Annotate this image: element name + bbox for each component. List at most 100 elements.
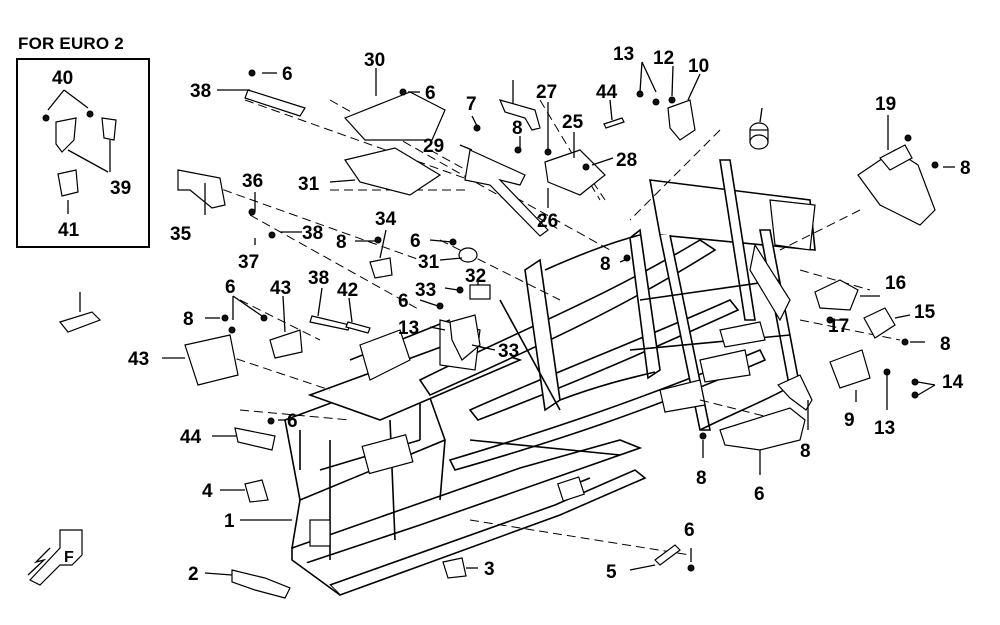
callout-6: 6 bbox=[410, 231, 421, 252]
callout-31: 37 bbox=[238, 252, 259, 273]
callout-14: 15 bbox=[914, 302, 936, 323]
part-43-bracket bbox=[58, 311, 102, 333]
callout-2: 2 bbox=[188, 564, 199, 585]
part-3-clip bbox=[442, 557, 467, 579]
front-direction-arrow: F bbox=[27, 529, 83, 586]
part-33-rod bbox=[309, 315, 351, 331]
callout-12: 13 bbox=[874, 418, 895, 439]
callout-30: 35 bbox=[170, 224, 192, 245]
part-7-bumper bbox=[719, 407, 806, 451]
callout-1: 1 bbox=[224, 511, 235, 532]
main-frame bbox=[284, 159, 816, 596]
euro2-inset: 40 39 41 bbox=[16, 58, 150, 248]
callout-20: 28 bbox=[616, 150, 637, 171]
callout-31: 36 bbox=[242, 171, 263, 192]
callout-22: 30 bbox=[364, 50, 385, 71]
part-44-bracket bbox=[498, 99, 541, 131]
callout-17: 19 bbox=[875, 94, 896, 115]
part-11-bracket bbox=[667, 99, 696, 141]
callout-35: 43 bbox=[270, 278, 291, 299]
callout-7: 6 bbox=[754, 484, 765, 505]
callout-12: 12 bbox=[653, 48, 674, 69]
callout-8: 8 bbox=[336, 232, 347, 253]
callout-6: 6 bbox=[282, 64, 293, 85]
part-5-pin bbox=[654, 544, 681, 566]
part-18-plate bbox=[544, 149, 606, 196]
part-35-bracket bbox=[269, 329, 303, 359]
callout-8: 8 bbox=[940, 334, 951, 355]
callout-11: 10 bbox=[688, 56, 709, 77]
callout-16: 17 bbox=[828, 316, 849, 337]
callout-28: 33 bbox=[498, 341, 519, 362]
part-34-rod bbox=[345, 321, 371, 334]
callout-26: 32 bbox=[465, 266, 486, 287]
callout-38: 44 bbox=[596, 82, 618, 103]
callout-4: 4 bbox=[202, 481, 213, 502]
callout-15: 16 bbox=[885, 273, 906, 294]
part-22-plate bbox=[343, 91, 446, 141]
callout-8: 8 bbox=[960, 158, 971, 179]
inset-bracket-right bbox=[101, 117, 117, 141]
callout-numbers: 38 6 30 6 31 7 8 29 27 26 25 28 44 13 12… bbox=[128, 44, 971, 585]
callout-36: 43 bbox=[128, 349, 149, 370]
inset-part-41 bbox=[57, 169, 79, 197]
callout-19: 26 bbox=[537, 211, 558, 232]
callout-leaders bbox=[79, 61, 955, 576]
callout-32: 38 bbox=[302, 223, 323, 244]
euro2-inset-drawing: 40 39 41 bbox=[42, 68, 131, 241]
callout-8: 8 bbox=[600, 254, 611, 275]
callout-10: 9 bbox=[844, 410, 855, 431]
part-26-block bbox=[469, 284, 491, 300]
callout-8: 8 bbox=[696, 468, 707, 489]
callout-33: 38 bbox=[308, 268, 329, 289]
part-38-pin bbox=[603, 117, 625, 129]
callout-27: 33 bbox=[415, 280, 436, 301]
inset-callout-40: 40 bbox=[52, 68, 73, 89]
part-9-bracket bbox=[776, 374, 813, 411]
callout-29: 34 bbox=[375, 209, 397, 230]
part-17-tab bbox=[879, 144, 913, 171]
callout-20: 27 bbox=[536, 82, 557, 103]
part-28-bracket bbox=[449, 314, 481, 361]
callout-3: 3 bbox=[484, 559, 495, 580]
part-21-bracket bbox=[464, 149, 549, 237]
callout-24: 38 bbox=[190, 81, 211, 102]
callout-9: 8 bbox=[800, 441, 811, 462]
part-25-bushing bbox=[458, 247, 478, 263]
callout-8: 8 bbox=[512, 118, 523, 139]
part-24-bracket bbox=[244, 89, 306, 117]
part-4-clip bbox=[244, 479, 269, 503]
part-14-bracket bbox=[863, 307, 896, 339]
callout-5: 5 bbox=[606, 562, 617, 583]
callout-6: 6 bbox=[684, 520, 695, 541]
callout-8: 7 bbox=[466, 94, 477, 115]
callout-8: 8 bbox=[183, 309, 194, 330]
callout-37: 44 bbox=[180, 427, 202, 448]
part-42-bushing bbox=[749, 122, 769, 150]
callout-23: 31 bbox=[298, 174, 320, 195]
callout-6: 6 bbox=[225, 277, 236, 298]
part-10-plate bbox=[829, 349, 871, 389]
part-29-bracket bbox=[369, 257, 393, 279]
part-2-bracket bbox=[231, 569, 291, 599]
part-30-bracket bbox=[177, 169, 226, 209]
callout-13: 14 bbox=[942, 372, 964, 393]
callout-21: 29 bbox=[423, 136, 444, 157]
callout-13: 13 bbox=[398, 318, 419, 339]
bolt-markers bbox=[221, 69, 939, 572]
callout-6: 6 bbox=[287, 411, 298, 432]
callout-13: 13 bbox=[613, 44, 634, 65]
part-23-plate bbox=[344, 147, 442, 196]
inset-callout-39: 39 bbox=[110, 178, 131, 199]
callout-25: 31 bbox=[418, 252, 440, 273]
callout-6: 6 bbox=[398, 291, 409, 312]
inset-bracket-left bbox=[55, 117, 77, 153]
inset-title: FOR EURO 2 bbox=[18, 34, 124, 53]
callout-34: 42 bbox=[337, 280, 358, 301]
front-marker-label: F bbox=[64, 549, 74, 566]
part-36-bracket bbox=[184, 334, 239, 386]
part-15-bracket bbox=[814, 279, 859, 311]
callout-18: 25 bbox=[562, 112, 584, 133]
callout-6: 6 bbox=[425, 83, 436, 104]
